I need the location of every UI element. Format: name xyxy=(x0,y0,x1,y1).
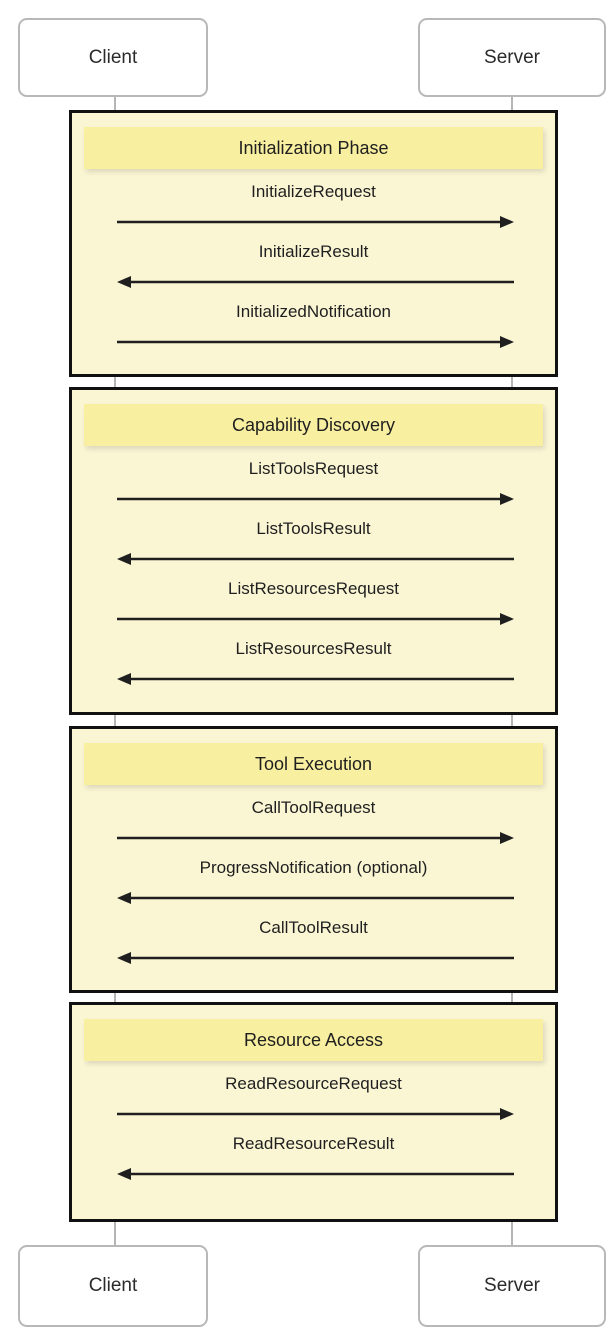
participant-server-top-label: Server xyxy=(484,46,540,68)
phase-label-text: Resource Access xyxy=(243,1029,384,1050)
participant-client-bottom-label: Client xyxy=(88,1275,138,1296)
message-label: ReadResourceResult xyxy=(232,1134,395,1153)
message-label: ProgressNotification (optional) xyxy=(199,858,428,877)
message: InitializedNotification xyxy=(72,297,555,353)
message-label: ListResourcesResult xyxy=(235,639,392,658)
message-label: InitializedNotification xyxy=(236,302,391,321)
message: ReadResourceRequest xyxy=(72,1069,555,1125)
message-label: ReadResourceRequest xyxy=(225,1074,402,1093)
message-arrow-right-icon xyxy=(117,831,514,845)
message: CallToolResult xyxy=(72,913,555,969)
message-arrow-left-icon xyxy=(117,1167,514,1181)
message: ReadResourceResult xyxy=(72,1129,555,1185)
phase-label-text: Capability Discovery xyxy=(231,414,396,435)
message: InitializeResult xyxy=(72,237,555,293)
message-arrow-right-icon xyxy=(117,612,514,626)
message-label: CallToolRequest xyxy=(251,798,376,817)
participant-client-bottom[interactable]: Client xyxy=(18,1245,208,1327)
message: ProgressNotification (optional) xyxy=(72,853,555,909)
message-arrow-right-icon xyxy=(117,1107,514,1121)
phase-label-text: Tool Execution xyxy=(254,753,373,774)
message-arrow-right-icon xyxy=(117,492,514,506)
message-arrow-left-icon xyxy=(117,552,514,566)
message: ListToolsResult xyxy=(72,514,555,570)
phase-label[interactable]: Tool Execution xyxy=(84,743,543,785)
message-arrow-left-icon xyxy=(117,951,514,965)
message-label: InitializeResult xyxy=(258,242,369,261)
message-arrow-left-icon xyxy=(117,891,514,905)
message: InitializeRequest xyxy=(72,177,555,233)
phase-label[interactable]: Capability Discovery xyxy=(84,404,543,446)
message-arrow-left-icon xyxy=(117,275,514,289)
participant-server-bottom-label: Server xyxy=(484,1275,540,1296)
message-arrow-left-icon xyxy=(117,672,514,686)
message: CallToolRequest xyxy=(72,793,555,849)
phase-label[interactable]: Initialization Phase xyxy=(84,127,543,169)
message-arrow-right-icon xyxy=(117,215,514,229)
message-label: ListResourcesRequest xyxy=(227,579,400,598)
message-label: CallToolResult xyxy=(259,918,368,937)
phase-label[interactable]: Resource Access xyxy=(84,1019,543,1061)
message-label: InitializeRequest xyxy=(251,182,376,201)
message: ListResourcesResult xyxy=(72,634,555,690)
participant-server-bottom[interactable]: Server xyxy=(418,1245,606,1327)
participant-client-top[interactable]: Client xyxy=(18,18,208,97)
participant-client-top-label: Client xyxy=(88,46,138,68)
message-label: ListToolsRequest xyxy=(248,459,379,478)
message: ListToolsRequest xyxy=(72,454,555,510)
message: ListResourcesRequest xyxy=(72,574,555,630)
participant-server-top[interactable]: Server xyxy=(418,18,606,97)
phase-label-text: Initialization Phase xyxy=(238,137,389,158)
message-arrow-right-icon xyxy=(117,335,514,349)
message-label: ListToolsResult xyxy=(256,519,371,538)
